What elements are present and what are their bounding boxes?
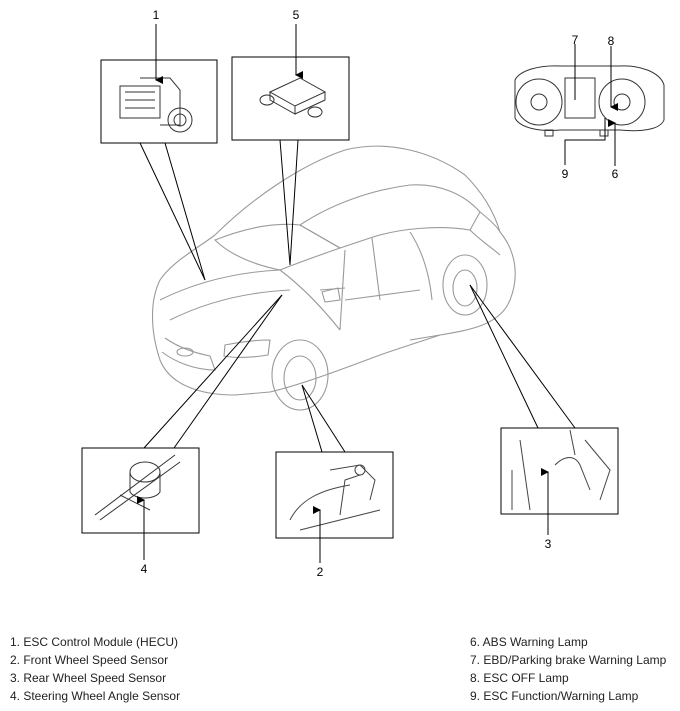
callout-box-hecu	[100, 59, 218, 144]
legend-item-7: 7. EBD/Parking brake Warning Lamp	[470, 653, 667, 667]
legend-item-6: 6. ABS Warning Lamp	[470, 635, 588, 649]
callout-number-1: 1	[153, 8, 160, 22]
callout-box-rear-wheel-sensor	[500, 427, 619, 515]
callout-number-3: 3	[545, 537, 552, 551]
legend-item-4: 4. Steering Wheel Angle Sensor	[10, 689, 181, 703]
callout-number-9: 9	[562, 167, 569, 181]
callout-box-front-wheel-sensor	[275, 451, 394, 539]
legend-left: 1. ESC Control Module (HECU) 2. Front Wh…	[10, 633, 180, 705]
callout-number-6: 6	[612, 167, 619, 181]
callout-box-yaw-sensor	[231, 56, 350, 141]
legend-item-9: 9. ESC Function/Warning Lamp	[470, 689, 639, 703]
callout-number-7: 7	[572, 33, 579, 47]
car-illustration	[151, 145, 516, 411]
legend-item-1: 1. ESC Control Module (HECU)	[10, 635, 179, 649]
legend-item-2: 2. Front Wheel Speed Sensor	[10, 653, 169, 667]
callout-number-4: 4	[141, 562, 148, 576]
callout-box-steering-angle-sensor	[81, 447, 200, 534]
leader-lines	[137, 24, 618, 563]
instrument-cluster	[514, 65, 665, 137]
callout-number-5: 5	[293, 8, 300, 22]
esc-component-location-diagram: 1 5 7 8 9 6 4 2 3	[81, 8, 665, 579]
legend-item-8: 8. ESC OFF Lamp	[470, 671, 569, 685]
legend-item-3: 3. Rear Wheel Speed Sensor	[10, 671, 167, 685]
callout-number-2: 2	[317, 565, 324, 579]
legend-right: 6. ABS Warning Lamp 7. EBD/Parking brake…	[470, 633, 666, 705]
callout-number-8: 8	[608, 34, 615, 48]
